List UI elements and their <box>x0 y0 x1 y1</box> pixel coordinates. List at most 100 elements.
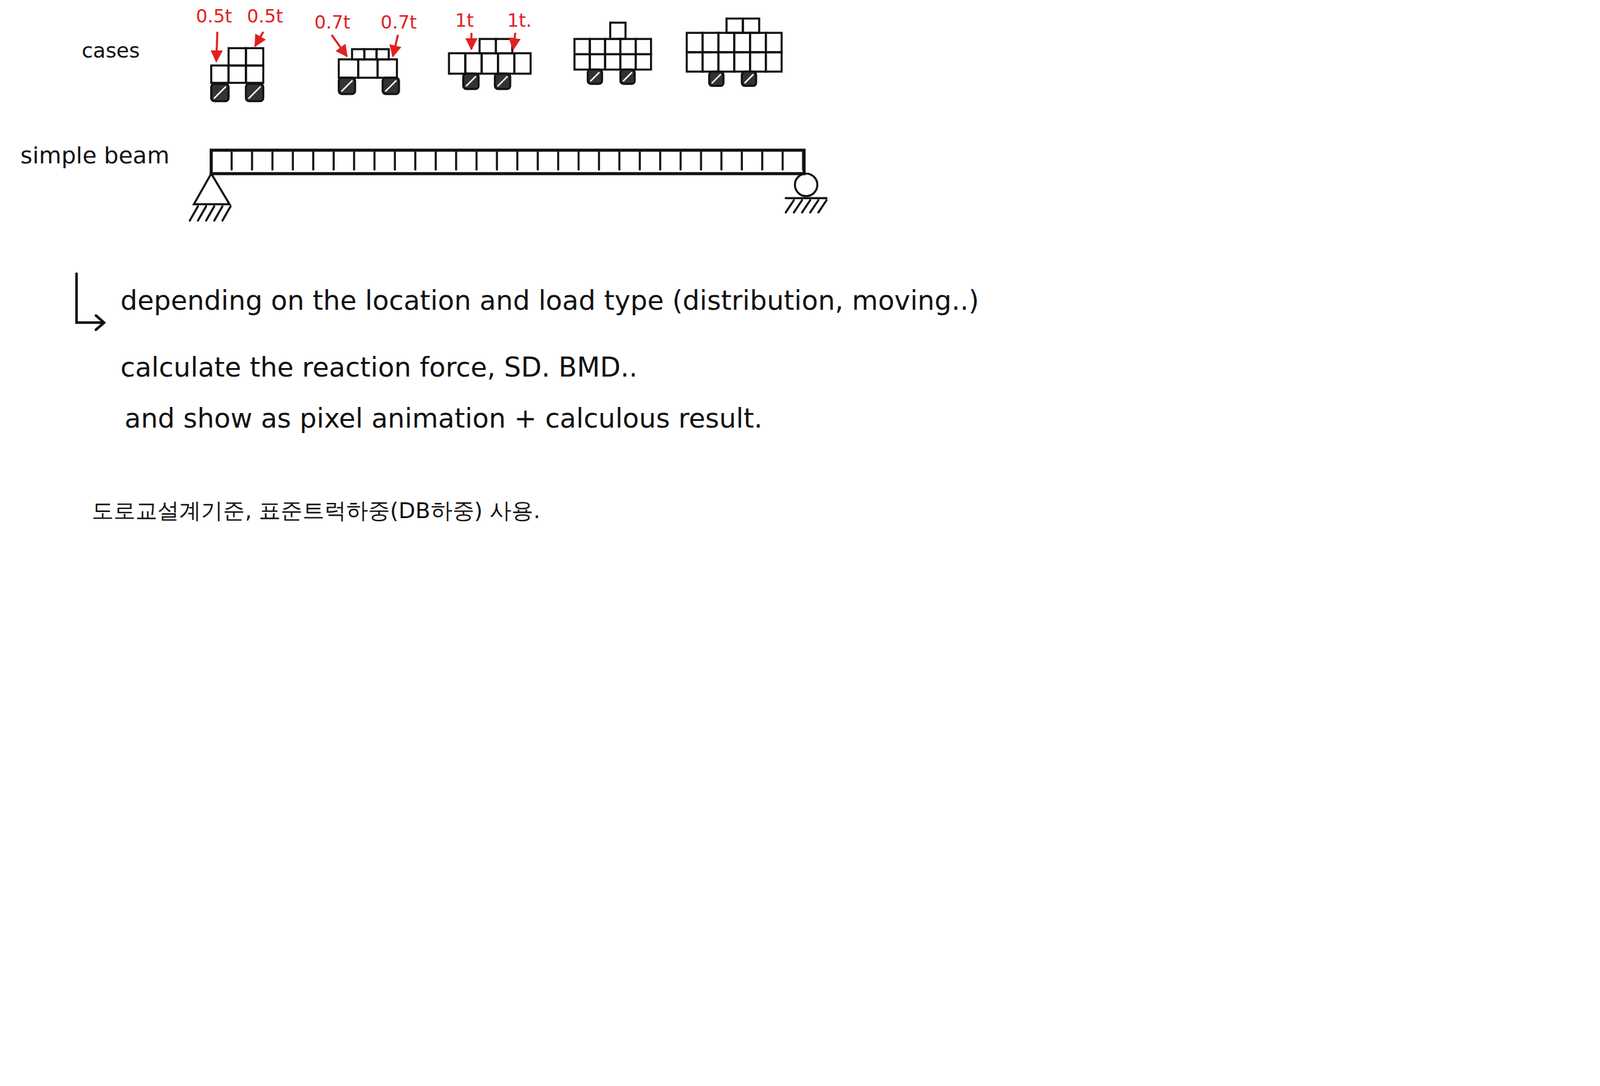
load-arrow <box>470 32 472 50</box>
pixel-cell <box>574 38 590 55</box>
pixel-cell <box>605 38 621 55</box>
beam-tick <box>659 152 661 171</box>
pixel-cell <box>352 49 365 60</box>
pixel-cell <box>465 53 482 75</box>
pixel-cell <box>620 54 636 70</box>
load-value: 1t. <box>507 10 532 32</box>
ground-hatch <box>222 206 231 222</box>
pixel-cell <box>498 53 515 75</box>
pixel-cell <box>481 53 499 75</box>
pixel-cell <box>750 52 766 72</box>
ground-hatch <box>189 206 198 222</box>
beam-tick <box>597 152 600 171</box>
load-arrow <box>513 32 516 50</box>
beam-tick <box>332 152 335 171</box>
pixel-cell <box>228 47 247 66</box>
pixel-cell <box>620 38 636 55</box>
ground-hatch <box>801 200 810 213</box>
pixel-cell <box>765 32 782 53</box>
pixel-cell <box>376 49 389 60</box>
pixel-cell <box>635 54 652 70</box>
pixel-cell <box>765 52 782 72</box>
ground-hatch <box>205 206 214 222</box>
wheel <box>246 83 264 102</box>
pixel-cell <box>358 59 378 78</box>
ground-hatch <box>810 200 819 213</box>
beam-tick <box>230 152 233 171</box>
wheel <box>495 73 511 89</box>
beam-tick <box>454 152 457 171</box>
wheel-hatch <box>498 76 508 86</box>
beam-tick <box>536 152 539 171</box>
pixel-cell <box>742 18 760 34</box>
pixel-cell <box>610 22 626 39</box>
beam-tick <box>250 152 253 171</box>
load-arrow <box>393 34 398 56</box>
beam-tick <box>781 152 784 171</box>
wheel-hatch <box>466 76 476 86</box>
wheel <box>620 69 635 85</box>
pixel-cell <box>718 52 735 72</box>
load-value: 1t <box>454 10 474 32</box>
pixel-cell <box>495 38 513 54</box>
wheel <box>463 73 479 89</box>
beam-tick <box>801 152 804 171</box>
ground-hatch <box>793 200 802 213</box>
pixel-cell <box>338 59 359 78</box>
section-label: cases <box>81 38 140 63</box>
standard-note: 도로교설계기준, 표준트럭하중(DB하중) 사용. <box>91 498 541 524</box>
beam-tick <box>557 152 559 171</box>
beam-tick <box>761 152 763 171</box>
beam-tick <box>414 152 417 171</box>
pixel-cell <box>702 52 719 72</box>
beam-tick <box>271 152 274 171</box>
load-value: 0.7t <box>314 12 350 34</box>
pixel-cell <box>574 54 590 70</box>
beam-tick <box>352 152 355 171</box>
beam-tick <box>516 152 519 171</box>
beam-tick <box>475 152 478 171</box>
pixel-cell <box>448 53 466 75</box>
beam-tick <box>373 152 376 171</box>
wheel-hatch <box>744 74 753 83</box>
load-arrow <box>216 31 218 62</box>
pixel-cell <box>514 53 531 75</box>
pixel-cell <box>734 32 751 53</box>
pixel-cell <box>228 65 247 84</box>
beam-tick <box>741 152 743 171</box>
pixel-cell <box>687 32 703 53</box>
ground-hatch <box>818 200 827 213</box>
note-text: and show as pixel animation + calculous … <box>124 403 763 435</box>
pixel-cell <box>589 54 606 70</box>
wheel <box>338 77 356 95</box>
beam-label: simple beam <box>20 142 170 170</box>
wheel <box>741 71 757 87</box>
load-value: 0.5t <box>196 6 233 28</box>
load-arrow <box>255 31 264 47</box>
pixel-cell <box>246 47 264 66</box>
roller-support <box>795 173 818 197</box>
beam-tick <box>291 152 294 171</box>
pixel-cell <box>211 65 230 84</box>
beam-tick <box>495 152 498 171</box>
beam-tick <box>393 152 396 171</box>
beam-tick <box>618 152 621 171</box>
pixel-cell <box>718 32 735 53</box>
pixel-cell <box>750 32 766 53</box>
pixel-cell <box>364 49 377 60</box>
pixel-cell <box>479 38 497 54</box>
wheel-hatch <box>591 72 599 81</box>
note-text: depending on the location and load type … <box>120 285 979 317</box>
ground-hatch <box>785 200 794 213</box>
ground-hatch <box>214 206 223 222</box>
beam-tick <box>679 152 682 171</box>
pixel-cell <box>702 32 719 53</box>
wheel-hatch <box>249 86 260 98</box>
load-arrow <box>331 34 347 56</box>
wheel-hatch <box>385 80 397 92</box>
beam-tick <box>699 152 702 171</box>
wheel <box>588 69 603 85</box>
drawing <box>76 18 827 330</box>
